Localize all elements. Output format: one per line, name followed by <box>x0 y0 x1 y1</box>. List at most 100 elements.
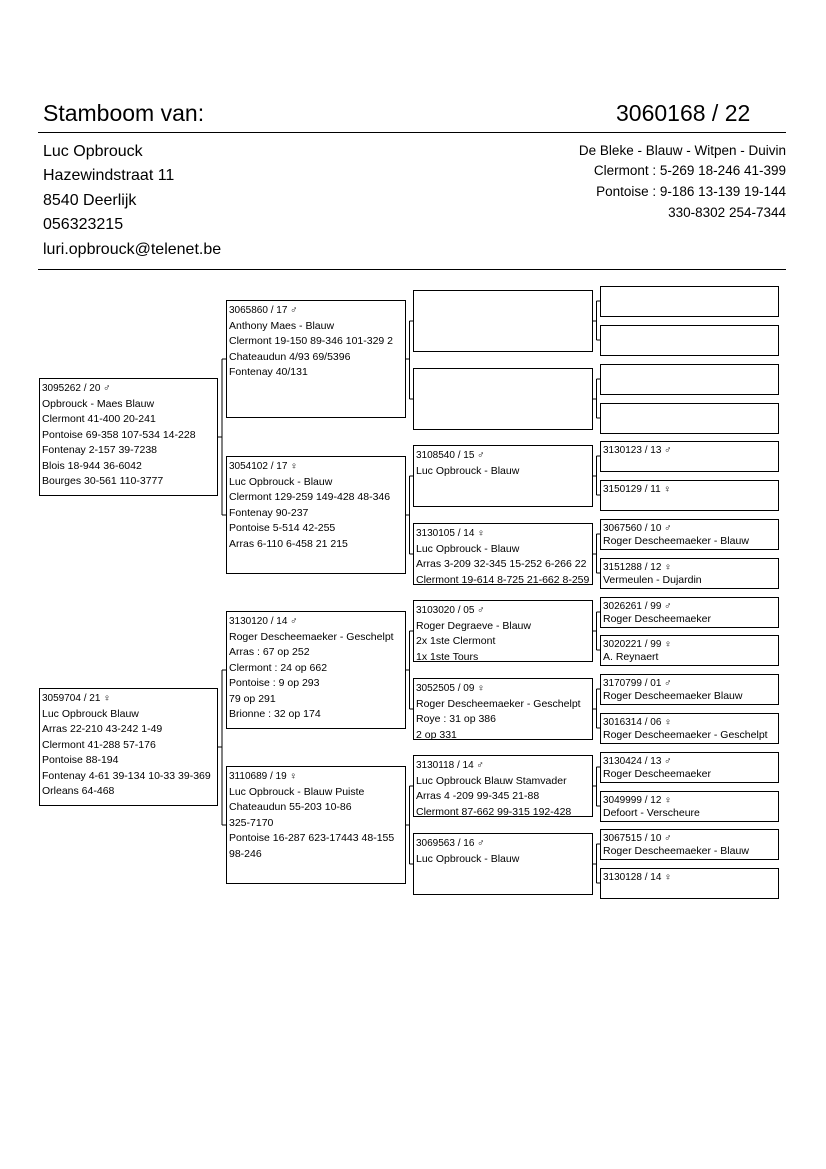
great-grandparent-box: 3049999 / 12 ♀Defoort - Verscheure <box>600 791 779 822</box>
info-line: Arras 4 -209 99-345 21-88 <box>416 790 540 802</box>
info-line: 98-246 <box>229 847 262 860</box>
great-grandparent-box <box>600 364 779 395</box>
info-line: Roye : 31 op 386 <box>416 713 496 725</box>
info-line: Luc Opbrouck - Blauw <box>416 464 520 477</box>
great-grandparent-box: 3067515 / 10 ♂Roger Descheemaeker - Blau… <box>600 829 779 860</box>
great-grandparent-box: 3170799 / 01 ♂Roger Descheemaeker Blauw <box>600 674 779 705</box>
info-line: Bourges 30-561 110-3777 <box>42 475 164 487</box>
info-line: Luc Opbrouck - Blauw <box>229 475 333 488</box>
grandparent-box: 3052505 / 09 ♀ Roger Descheemaeker - Gesc… <box>413 678 593 741</box>
page-title: Stamboom van: <box>43 100 205 126</box>
info-line: Roger Descheemaeker <box>603 768 711 780</box>
ring-line: 3130118 / 14 ♂ <box>416 760 484 771</box>
info-divider <box>38 269 786 270</box>
info-line: Pontoise 69-358 107-534 14-228 <box>42 428 196 441</box>
great-grandparent-box <box>600 325 779 356</box>
info-line: 1x 1ste Tours <box>416 650 479 663</box>
info-line: Opbrouck - Maes Blauw <box>42 397 155 410</box>
info-line: Clermont 19-150 89-346 101-329 2 <box>229 335 394 347</box>
owner-name: Luc Opbrouck <box>43 143 143 160</box>
info-line: A. Reynaert <box>603 651 659 663</box>
ring-line: 3130120 / 14 ♂ <box>229 616 298 627</box>
subject-clermont: Clermont : 5-269 18-246 41-399 <box>593 163 786 178</box>
great-grandparent-box: 3130128 / 14 ♀ <box>600 868 779 899</box>
great-grandparent-box <box>600 403 779 434</box>
subject-pontoise: Pontoise : 9-186 13-139 19-144 <box>596 184 786 199</box>
ring-line: 3130424 / 13 ♂ <box>603 756 672 767</box>
info-line: Pontoise 16-287 623-17443 48-155 <box>229 832 395 844</box>
info-line: Anthony Maes - Blauw <box>229 319 335 332</box>
info-line: Clermont 129-259 149-428 48-346 <box>229 491 391 503</box>
info-line: Clermont 41-288 57-176 <box>42 738 156 751</box>
great-grandparent-box: 3130123 / 13 ♂ <box>600 441 779 472</box>
info-line: Luc Opbrouck - Blauw Puiste <box>229 785 365 798</box>
great-grandparent-box: 3016314 / 06 ♀Roger Descheemaeker - Gesc… <box>600 713 779 744</box>
info-line: Pontoise : 9 op 293 <box>229 677 320 689</box>
ring-line: 3150129 / 11 ♀ <box>603 484 671 495</box>
ring-line: 3067560 / 10 ♂ <box>603 523 672 534</box>
info-line: Blois 18-944 36-6042 <box>42 459 142 472</box>
ring-line: 3108540 / 15 ♂ <box>416 450 485 461</box>
subject-pontoise-cont: 330-8302 254-7344 <box>668 205 786 220</box>
grandparent-box: 3069563 / 16 ♂Luc Opbrouck - Blauw <box>413 833 593 895</box>
info-line: Defoort - Verscheure <box>603 807 700 819</box>
ring-line: 3049999 / 12 ♀ <box>603 795 672 806</box>
info-line: Fontenay 4-61 39-134 10-33 39-369 <box>42 769 211 782</box>
info-line: 325-7170 <box>229 816 274 829</box>
ring-line: 3130123 / 13 ♂ <box>603 445 672 456</box>
info-line: Luc Opbrouck - Blauw <box>416 852 520 865</box>
dam-sire-box: 3130120 / 14 ♂Roger Descheemaeker - Gesc… <box>226 611 406 729</box>
info-line: Arras 6-110 6-458 21 215 <box>229 537 348 550</box>
info-line: Clermont 87-662 99-315 192-428 <box>416 805 572 818</box>
info-line: Clermont 19-614 8-725 21-662 8-259 <box>416 573 590 586</box>
header-divider <box>38 132 786 133</box>
info-line: Orleans 64-468 <box>42 785 115 797</box>
info-line: Roger Degraeve - Blauw <box>416 619 531 632</box>
ring-line: 3130105 / 14 ♀ <box>416 528 485 539</box>
ring-line: 3052505 / 09 ♀ <box>416 683 485 694</box>
owner-phone: 056323215 <box>43 216 124 233</box>
ring-line: 3054102 / 17 ♀ <box>229 461 298 472</box>
info-line: Pontoise 88-194 <box>42 754 119 766</box>
great-grandparent-box: 3130424 / 13 ♂Roger Descheemaeker <box>600 752 779 783</box>
grandparent-box <box>413 290 593 352</box>
info-line: Arras 3-209 32-345 15-252 6-266 22 <box>416 558 587 570</box>
great-grandparent-box: 3067560 / 10 ♂Roger Descheemaeker - Blau… <box>600 519 779 550</box>
ring-line: 3103020 / 05 ♂ <box>416 605 485 616</box>
great-grandparent-box: 3151288 / 12 ♀Vermeulen - Dujardin <box>600 558 779 589</box>
owner-city: 8540 Deerlijk <box>43 192 137 209</box>
ring-line: 3059704 / 21 ♀ <box>42 693 111 704</box>
info-line: Luc Opbrouck Blauw <box>42 707 139 720</box>
info-line: Roger Descheemaeker - Blauw <box>603 535 749 547</box>
info-line: Pontoise 5-514 42-255 <box>229 522 336 534</box>
info-line: Arras 22-210 43-242 1-49 <box>42 723 163 735</box>
info-line: Chateaudun 4/93 69/5396 <box>229 350 351 363</box>
info-line: Roger Descheemaeker <box>603 613 711 625</box>
ring-line: 3067515 / 10 ♂ <box>603 833 672 844</box>
info-line: Luc Opbrouck Blauw Stamvader <box>416 774 567 787</box>
info-line: Fontenay 90-237 <box>229 506 309 519</box>
info-line: Arras : 67 op 252 <box>229 646 310 658</box>
ring-line: 3020221 / 99 ♀ <box>603 639 672 650</box>
owner-street: Hazewindstraat 11 <box>43 167 175 184</box>
ring-line: 3016314 / 06 ♀ <box>603 717 672 728</box>
info-line: Chateaudun 55-203 10-86 <box>229 801 352 813</box>
info-line: Luc Opbrouck - Blauw <box>416 542 520 555</box>
info-line: Fontenay 40/131 <box>229 366 308 378</box>
info-line: Clermont 41-400 20-241 <box>42 413 156 425</box>
info-line: Roger Descheemaeker - Geschelpt <box>603 729 768 741</box>
ring-line: 3095262 / 20 ♂ <box>42 383 111 394</box>
owner-email: luri.opbrouck@telenet.be <box>43 241 222 258</box>
info-line: Brionne : 32 op 174 <box>229 708 321 720</box>
grandparent-box: 3108540 / 15 ♂ Luc Opbrouck - Blauw <box>413 445 593 507</box>
info-line: 2 op 331 <box>416 728 457 741</box>
info-line: Clermont : 24 op 662 <box>229 661 328 674</box>
info-line: Roger Descheemaeker - Geschelpt <box>416 697 581 710</box>
